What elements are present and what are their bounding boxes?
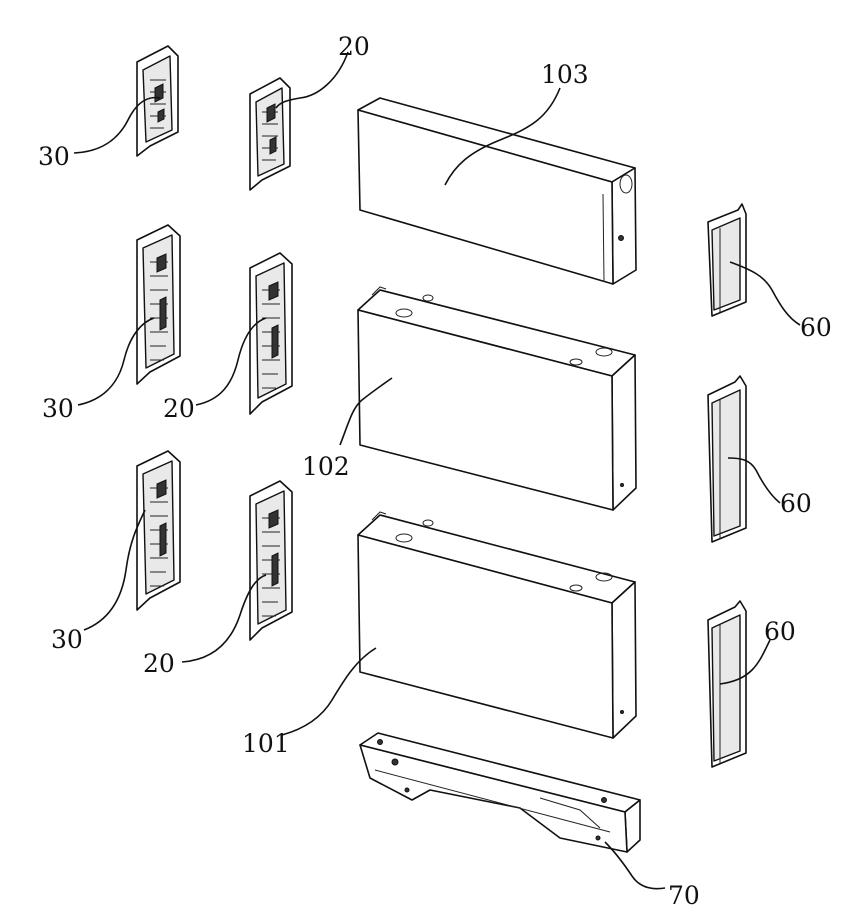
end-plate-30-middle: [137, 225, 180, 384]
label-20-middle: 20: [163, 394, 195, 423]
label-103: 103: [541, 60, 589, 89]
battery-module-101: [358, 512, 636, 738]
label-70: 70: [668, 881, 700, 910]
end-plate-30-bottom: [137, 451, 180, 610]
end-plate-20-top: [250, 78, 290, 190]
label-20-bottom: 20: [143, 649, 175, 678]
battery-module-102: [358, 287, 636, 510]
label-101: 101: [242, 729, 290, 758]
base-bracket-70: [360, 733, 640, 852]
end-plate-20-bottom: [250, 481, 292, 640]
label-60-bottom: 60: [764, 617, 796, 646]
side-cover-60-top: [708, 204, 746, 316]
label-20-top: 20: [338, 32, 370, 61]
battery-module-103: [358, 98, 636, 284]
end-plate-20-middle: [250, 253, 292, 414]
label-60-middle: 60: [780, 489, 812, 518]
label-30-top: 30: [38, 142, 70, 171]
label-30-bottom: 30: [51, 625, 83, 654]
label-30-middle: 30: [42, 394, 74, 423]
label-60-top: 60: [800, 313, 832, 342]
side-cover-60-bottom: [708, 601, 746, 767]
label-102: 102: [302, 452, 350, 481]
